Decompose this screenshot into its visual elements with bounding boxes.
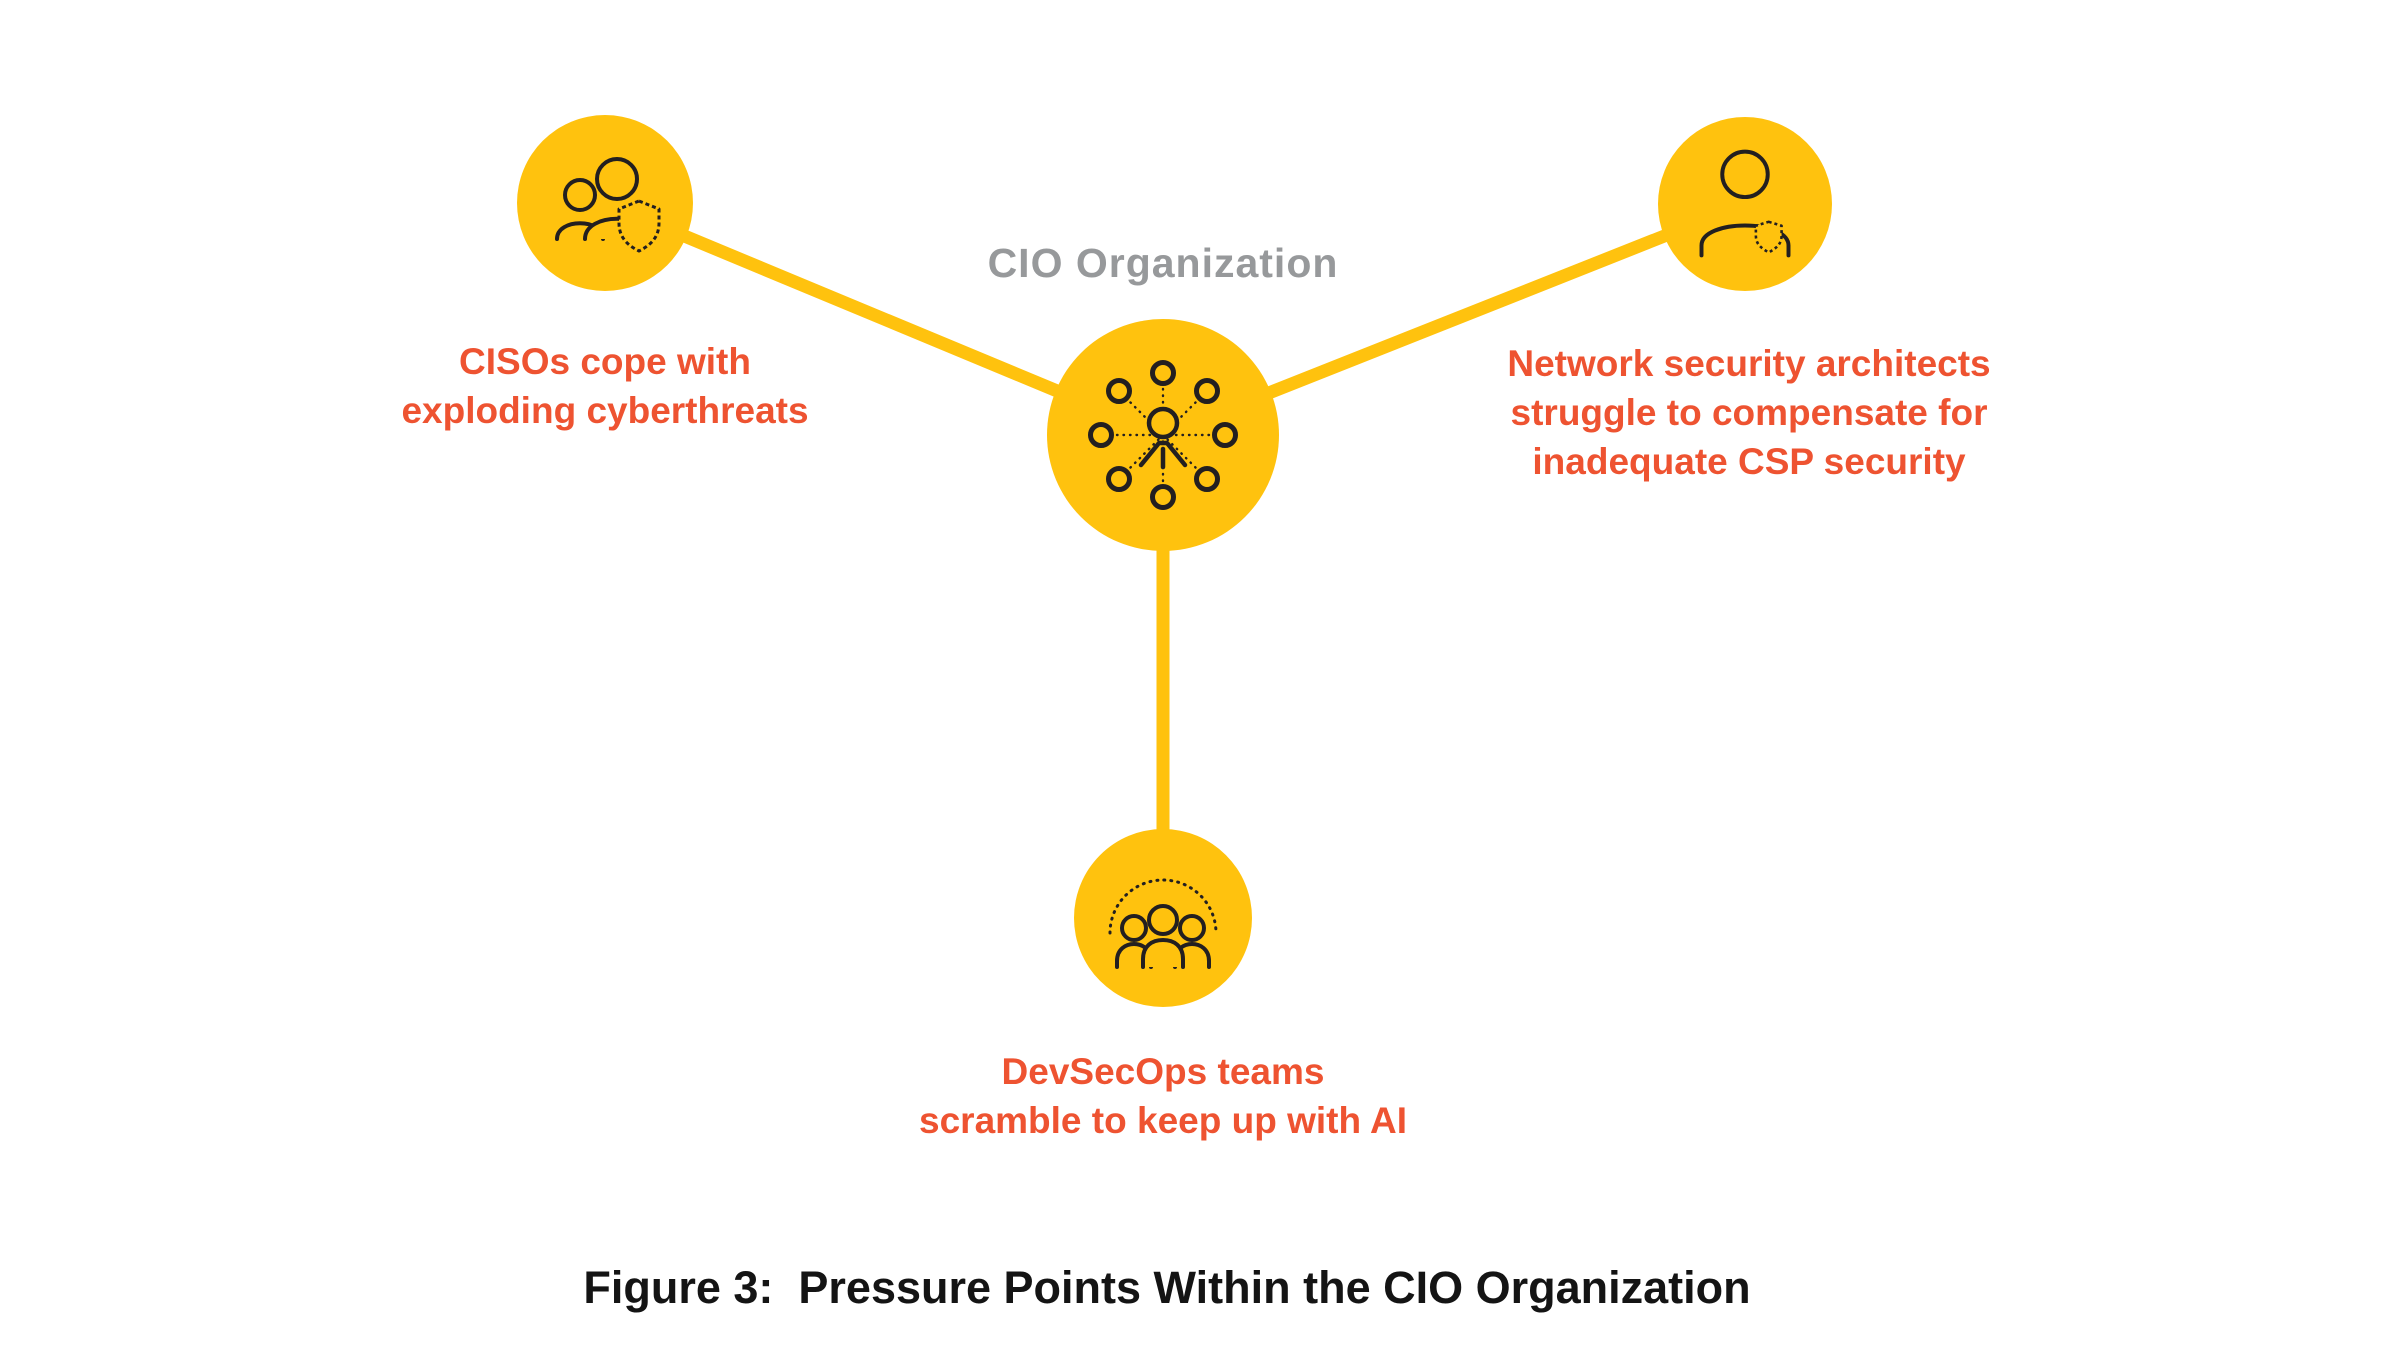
people-with-shield-icon <box>555 157 661 253</box>
node-cio-circle <box>1047 319 1279 551</box>
person-with-badge-icon <box>1699 149 1791 258</box>
label-cisos-line-2: exploding cyberthreats <box>401 389 809 431</box>
label-devsecops-line-1: DevSecOps teams <box>1001 1051 1325 1092</box>
team-under-dome-icon <box>1108 878 1218 969</box>
node-network-architects-circle <box>1658 117 1832 291</box>
figure-caption: Figure 3: Pressure Points Within the CIO… <box>583 1262 1751 1313</box>
label-devsecops: DevSecOps teams scramble to keep up with… <box>919 1048 1407 1146</box>
label-network-line-3: inadequate CSP security <box>1532 440 1966 482</box>
label-cisos: CISOs cope with exploding cyberthreats <box>401 338 808 436</box>
label-network-line-2: struggle to compensate for <box>1510 391 1988 433</box>
label-devsecops-line-2: scramble to keep up with AI <box>919 1099 1407 1141</box>
label-network-line-1: Network security architects <box>1507 343 1991 384</box>
center-label: CIO Organization <box>987 240 1339 286</box>
node-cisos-circle <box>517 115 693 291</box>
hub-network-person-icon <box>1088 360 1238 510</box>
label-network-architects: Network security architects struggle to … <box>1507 340 1990 486</box>
node-devsecops-circle <box>1074 829 1252 1007</box>
label-cisos-line-1: CISOs cope with <box>459 341 751 382</box>
